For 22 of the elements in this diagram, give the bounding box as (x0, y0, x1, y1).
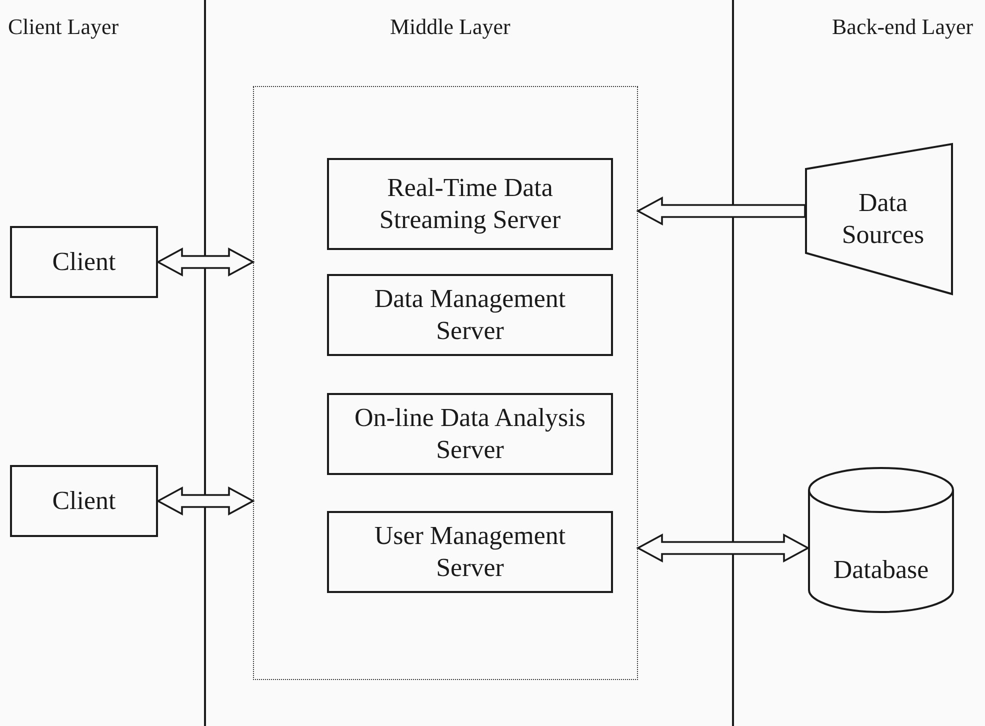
layer-title: Client Layer (8, 14, 119, 40)
server-box (327, 393, 613, 475)
node-label: Client (52, 484, 116, 517)
layer-title: Middle Layer (390, 14, 510, 40)
node-label: On-line Data Analysis Server (353, 402, 587, 466)
node-label: Data Management Server (373, 282, 567, 347)
node-label: Client (52, 246, 116, 278)
node-label: Data Sources (840, 186, 926, 251)
double-outline-arrow (636, 533, 810, 563)
double-outline-arrow (636, 196, 806, 226)
double-outline-arrow (156, 486, 255, 516)
client-box (10, 465, 158, 537)
server-box (327, 511, 613, 593)
double-outline-arrow (156, 247, 255, 277)
server-box (327, 274, 613, 356)
client-box (10, 226, 158, 298)
layer-title: Back-end Layer (832, 14, 974, 40)
node-label: User Management Server (373, 520, 567, 584)
node-label: Database (833, 554, 929, 586)
server-box (327, 158, 613, 250)
node-label: Real-Time Data Streaming Server (378, 172, 562, 236)
dotted-container (253, 86, 638, 680)
